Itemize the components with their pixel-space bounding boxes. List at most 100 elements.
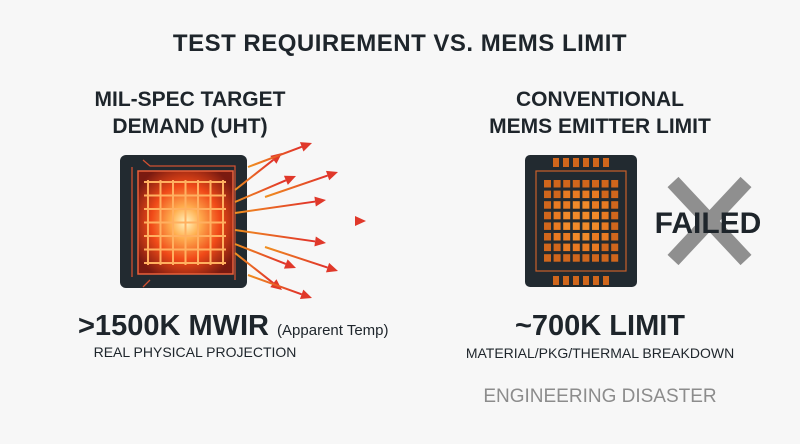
- emitter-pixel: [601, 180, 609, 188]
- radiation-arrow: [247, 142, 312, 168]
- engineering-disaster-label: ENGINEERING DISASTER: [483, 386, 717, 407]
- glowing-emitter-chip-icon: [120, 142, 366, 299]
- emitter-pixel: [582, 211, 590, 220]
- left-value: >1500K MWIR (Apparent Temp): [78, 310, 389, 343]
- emitter-pixel: [601, 233, 609, 241]
- emitter-pixel: [553, 201, 561, 209]
- radiation-arrow: [247, 274, 312, 299]
- emitter-pixel: [553, 211, 561, 220]
- emitter-pixel: [611, 243, 619, 252]
- emitter-pixel: [563, 254, 571, 262]
- emitter-pixel: [582, 243, 590, 252]
- emitter-pixel: [544, 201, 551, 209]
- chip-pad: [603, 158, 609, 167]
- emitter-pixel: [563, 243, 571, 252]
- emitter-pixel: [544, 233, 551, 241]
- right-value: ~700K LIMIT: [514, 310, 686, 342]
- emitter-pixel: [572, 243, 580, 252]
- emitter-pixel: [592, 233, 599, 241]
- emitter-pixel: [572, 254, 580, 262]
- emitter-pixel: [544, 254, 551, 262]
- chip-pad: [593, 158, 599, 167]
- emitter-pixel: [592, 211, 599, 220]
- chip-pad: [573, 158, 579, 167]
- x-mark-icon: [667, 176, 752, 266]
- emitter-pixel: [611, 222, 619, 230]
- emitter-pixel: [563, 222, 571, 230]
- left-value-text: >1500K MWIR: [78, 310, 269, 342]
- failed-label: FAILED: [655, 207, 762, 240]
- emitter-pixel: [611, 180, 619, 188]
- radiation-arrow: [234, 243, 296, 269]
- emitter-pixel: [544, 190, 551, 199]
- chip-pad: [583, 158, 589, 167]
- emitter-pixel: [592, 190, 599, 199]
- emitter-pixel: [582, 180, 590, 188]
- emitter-pixel: [553, 254, 561, 262]
- emitter-pixel: [572, 211, 580, 220]
- emitter-pixel: [601, 211, 609, 220]
- emitter-pixel: [582, 190, 590, 199]
- emitter-pixel: [601, 243, 609, 252]
- emitter-pixel: [544, 180, 551, 188]
- emitter-pixel: [553, 222, 561, 230]
- emitter-pixel: [572, 190, 580, 199]
- emitter-pixel: [572, 222, 580, 230]
- emitter-pixel: [592, 254, 599, 262]
- emitter-pixel: [563, 211, 571, 220]
- right-heading-line2: MEMS EMITTER LIMIT: [489, 115, 711, 138]
- chip-pad: [553, 276, 559, 285]
- emitter-pixel: [601, 222, 609, 230]
- emitter-pixel: [592, 201, 599, 209]
- right-subtitle: MATERIAL/PKG/THERMAL BREAKDOWN: [465, 345, 735, 361]
- chip-pad: [573, 276, 579, 285]
- chip-pad: [563, 158, 569, 167]
- emitter-pixel: [544, 222, 551, 230]
- emitter-pixel: [601, 254, 609, 262]
- emitter-pixel: [572, 233, 580, 241]
- emitter-pixel: [563, 233, 571, 241]
- right-heading: CONVENTIONAL MEMS EMITTER LIMIT: [470, 86, 730, 140]
- emitter-pixel: [553, 243, 561, 252]
- emitter-pixel: [563, 201, 571, 209]
- mems-emitter-chip-icon: [525, 155, 637, 287]
- emitter-pixel: [572, 180, 580, 188]
- chip-pad: [603, 276, 609, 285]
- emitter-pixel: [563, 180, 571, 188]
- radiation-arrow: [234, 175, 296, 203]
- emitter-pixel: [601, 190, 609, 199]
- page-title: TEST REQUIREMENT VS. MEMS LIMIT: [172, 30, 628, 57]
- chip-pad: [563, 276, 569, 285]
- emitter-pixel: [582, 233, 590, 241]
- left-heading-line1: MIL-SPEC TARGET: [94, 88, 286, 111]
- emitter-pixel: [592, 243, 599, 252]
- left-heading-line2: DEMAND (UHT): [112, 115, 268, 138]
- emitter-pixel: [553, 233, 561, 241]
- emitter-pixel: [601, 201, 609, 209]
- emitter-pixel: [611, 233, 619, 241]
- chip-pad: [553, 158, 559, 167]
- radiation-arrow: [234, 196, 326, 214]
- emitter-pixel: [582, 254, 590, 262]
- emitter-pixel: [592, 180, 599, 188]
- chip-pad: [583, 276, 589, 285]
- radiation-arrow: [264, 246, 338, 273]
- left-value-note: (Apparent Temp): [277, 322, 389, 339]
- emitter-pixel: [611, 211, 619, 220]
- emitter-pixel: [572, 201, 580, 209]
- emitter-pixel: [611, 201, 619, 209]
- radiation-arrow: [235, 216, 366, 226]
- radiation-arrow: [264, 170, 338, 198]
- emitter-pixel: [553, 190, 561, 199]
- emitter-pixel: [611, 190, 619, 199]
- chip-pad: [593, 276, 599, 285]
- emitter-pixel: [544, 243, 551, 252]
- left-heading: MIL-SPEC TARGET DEMAND (UHT): [60, 86, 320, 140]
- emitter-pixel: [611, 254, 619, 262]
- left-subtitle: REAL PHYSICAL PROJECTION: [93, 344, 297, 360]
- emitter-pixel: [563, 190, 571, 199]
- emitter-pixel: [553, 180, 561, 188]
- emitter-pixel: [592, 222, 599, 230]
- emitter-pixel: [582, 222, 590, 230]
